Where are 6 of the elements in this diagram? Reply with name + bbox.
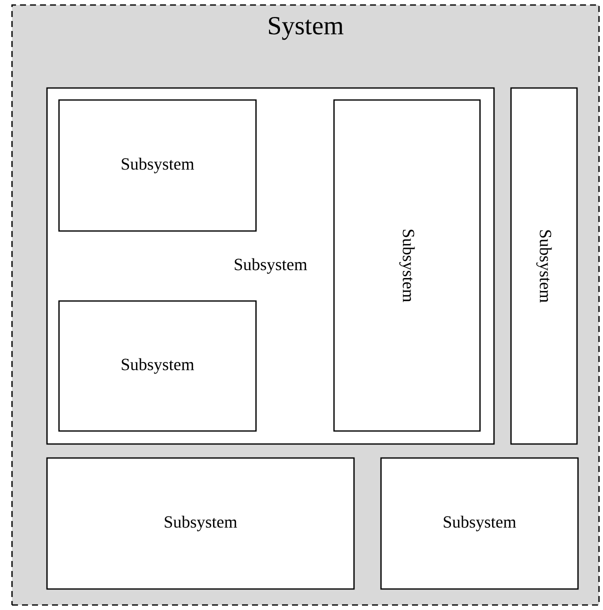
subsystem-box: Subsystem [380,457,579,590]
subsystem-box: Subsystem [333,99,481,432]
subsystem-box: Subsystem [510,87,578,445]
subsystem-box: Subsystem [58,300,257,432]
subsystem-box: Subsystem [58,99,257,232]
subsystem-box: Subsystem [46,457,355,590]
